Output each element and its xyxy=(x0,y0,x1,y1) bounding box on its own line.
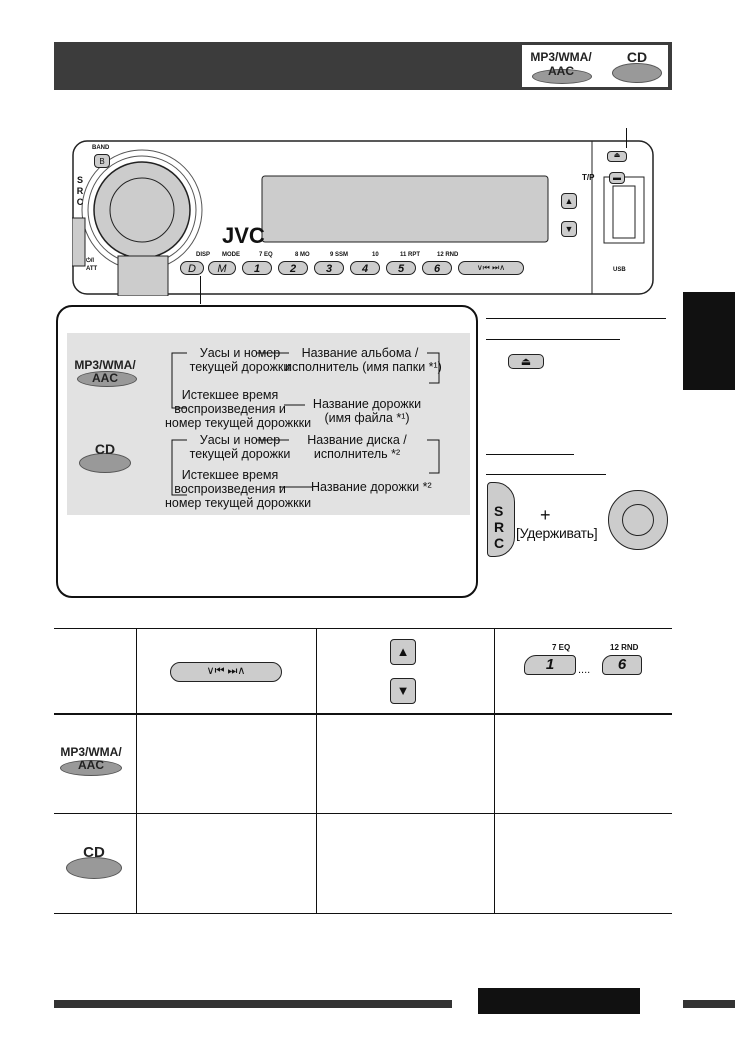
up-button[interactable]: ▲ xyxy=(390,639,416,665)
down-button[interactable]: ▼ xyxy=(561,221,577,237)
flow-clock: Уасы и номер текущей дорожки xyxy=(189,346,291,374)
language-tab xyxy=(683,292,735,390)
footer-bar xyxy=(54,1000,452,1008)
eject-button[interactable]: ⏏ xyxy=(508,354,544,369)
media-logos: MP3/WMA/ AAC CD xyxy=(522,45,668,87)
callout-line xyxy=(626,128,627,148)
band-label: BAND xyxy=(92,145,110,151)
footer-bar xyxy=(683,1000,735,1008)
att-label: ATT xyxy=(86,266,98,272)
flow-clock: Уасы и номер текущей дорожки xyxy=(189,433,291,461)
down-button[interactable]: ▼ xyxy=(390,678,416,704)
preset-label: 12 RND xyxy=(610,643,639,652)
brand-logo: JVC xyxy=(222,223,265,248)
divider xyxy=(486,454,574,455)
preset-button-3[interactable]: 3 xyxy=(314,261,344,275)
table-rule xyxy=(54,713,672,715)
table-divider xyxy=(316,628,317,913)
display-info-panel xyxy=(56,305,478,598)
table-rule xyxy=(54,813,672,814)
preset-label: 10 xyxy=(372,252,379,258)
preset-button-6[interactable]: 6 xyxy=(602,655,642,675)
preset-button-4[interactable]: 4 xyxy=(350,261,380,275)
eject-button[interactable]: ⏏ xyxy=(607,151,627,162)
mode-button[interactable]: M xyxy=(208,261,236,275)
mp3-logo: MP3/WMA/ xyxy=(74,358,136,372)
tp-button[interactable]: ▬ xyxy=(609,172,625,184)
control-dial[interactable] xyxy=(608,490,668,550)
plus-sign: + xyxy=(540,505,551,525)
mp3-logo: MP3/WMA/ xyxy=(530,50,592,64)
preset-label: 7 EQ xyxy=(552,643,571,652)
flow-track: Название дорожки (имя файла *¹) xyxy=(312,397,422,425)
aac-logo: AAC xyxy=(92,371,118,385)
skip-button[interactable]: ∨⏮ ⏭∧ xyxy=(170,662,282,682)
mode-label: MODE xyxy=(222,252,240,258)
tp-label: T/P xyxy=(582,173,595,182)
divider xyxy=(486,339,620,340)
table-divider xyxy=(136,628,137,913)
skip-button[interactable]: ∨⏮ ⏭∧ xyxy=(458,261,524,275)
table-divider xyxy=(494,628,495,913)
cd-logo: CD xyxy=(94,441,116,457)
mp3-row-logo: MP3/WMA/ AAC xyxy=(52,742,132,782)
preset-button-5[interactable]: 5 xyxy=(386,261,416,275)
ellipsis: .... xyxy=(578,664,591,676)
preset-label: 12 RND xyxy=(437,252,459,258)
band-button[interactable]: B xyxy=(94,154,110,168)
table-rule xyxy=(54,913,672,914)
preset-button-1[interactable]: 1 xyxy=(242,261,272,275)
preset-label: 8 MO xyxy=(295,252,310,258)
cd-logo: CD xyxy=(626,49,648,65)
flow-disc: Название диска / исполнитель *² xyxy=(307,433,407,461)
flow-track: Название дорожки *² xyxy=(311,480,432,494)
preset-label: 9 SSM xyxy=(330,252,349,258)
page-number-box xyxy=(478,988,640,1014)
divider xyxy=(486,474,606,475)
disp-button[interactable]: D xyxy=(180,261,204,275)
preset-label: 7 EQ xyxy=(259,252,273,258)
power-label: ⏻/I xyxy=(86,258,95,264)
display-flow-box: MP3/WMA/ AAC CD Уасы и номер текущей дор… xyxy=(67,333,470,515)
up-button[interactable]: ▲ xyxy=(561,193,577,209)
aac-logo: AAC xyxy=(548,64,574,78)
flow-arrows xyxy=(171,352,440,496)
usb-label: USB xyxy=(613,267,626,273)
flow-elapsed: Истекшее время воспроизведения и номер т… xyxy=(165,468,312,510)
preset-button-6[interactable]: 6 xyxy=(422,261,452,275)
hold-label: [Удерживать] xyxy=(516,525,598,541)
preset-button-2[interactable]: 2 xyxy=(278,261,308,275)
flow-elapsed: Истекшее время воспроизведения и номер т… xyxy=(165,388,312,430)
preset-label: 11 RPT xyxy=(400,252,421,258)
disp-label: DISP xyxy=(196,252,211,258)
table-rule xyxy=(54,628,672,629)
flow-album: Название альбома / исполнитель (имя папк… xyxy=(285,346,442,374)
divider xyxy=(486,318,666,319)
cd-row-logo: CD xyxy=(66,845,122,881)
preset-button-1[interactable]: 1 xyxy=(524,655,576,675)
callout-line xyxy=(200,276,201,304)
